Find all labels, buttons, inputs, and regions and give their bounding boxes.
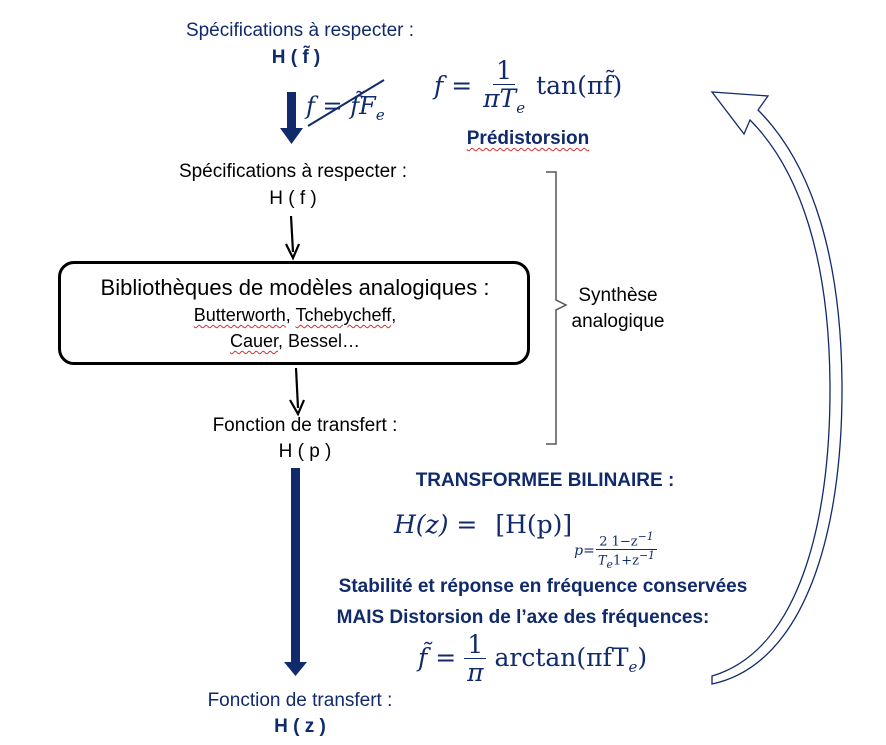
tf-analog-label: Fonction de transfert : [212, 415, 398, 436]
feedback-curved-arrow [710, 91, 843, 685]
library-box [58, 261, 530, 365]
synthesis-brace [546, 171, 568, 445]
tf-digital-symbol: H ( z ) [274, 716, 326, 737]
library-models-line2: Cauer, Bessel… [229, 331, 361, 351]
spec-top-label: Spécifications à respecter : [185, 20, 415, 41]
tf-digital-label: Fonction de transfert : [207, 690, 393, 711]
strike-line [307, 79, 385, 127]
notes-line2: MAIS Distorsion de l’axe des fréquences: [336, 607, 710, 628]
bilinear-title: TRANSFORMEE BILINAIRE : [415, 470, 675, 491]
arrow-to-tf-analog [289, 367, 306, 417]
library-title: Bibliothèques de modèles analogiques : [100, 275, 490, 300]
spec-mid-symbol: H ( f ) [269, 188, 317, 209]
tf-analog-symbol: H ( p ) [278, 441, 332, 462]
predistortion-label: Prédistorsion [466, 128, 590, 149]
prewarp-arrow [280, 92, 303, 144]
notes-line1: Stabilité et réponse en fréquence conser… [338, 576, 748, 597]
library-models-line1: Butterworth, Tchebycheff, [193, 305, 397, 325]
bilinear-arrow [284, 468, 307, 676]
spec-top-symbol: H ( f̃ ) [271, 47, 321, 68]
brace-label-line1: Synthèse [578, 285, 658, 306]
spec-mid-label: Spécifications à respecter : [178, 161, 408, 182]
prewarp-equation: f = f̃Fe [306, 92, 385, 124]
brace-label-line2: analogique [571, 311, 665, 332]
arrow-to-library [285, 215, 301, 261]
